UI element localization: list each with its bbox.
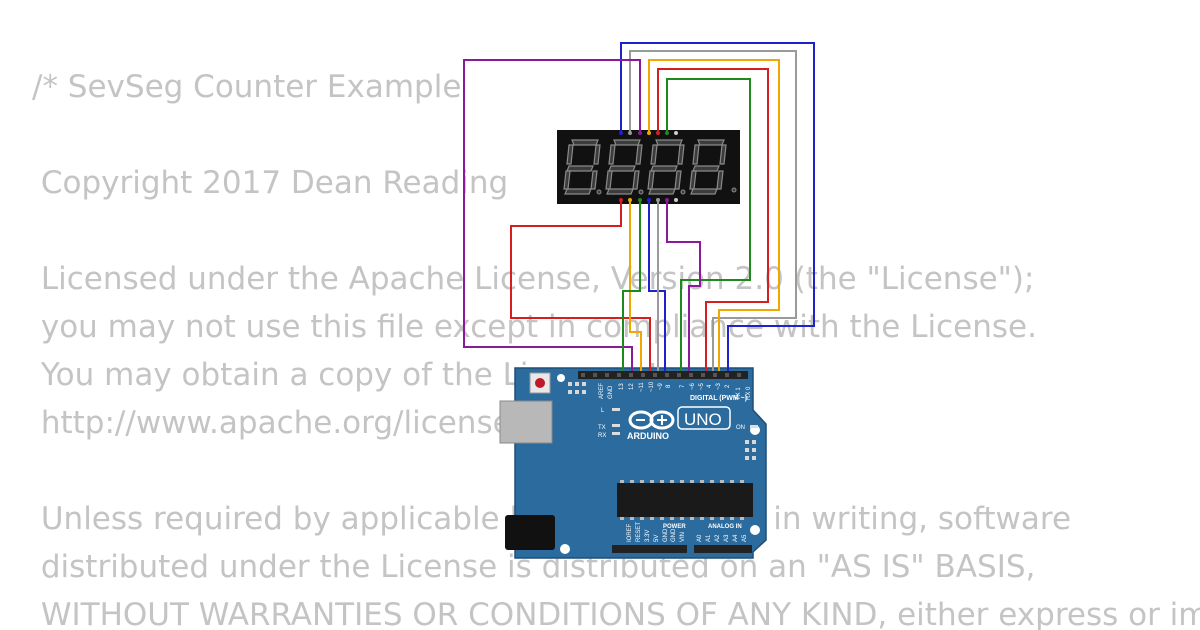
- arduino-uno-board[interactable]: AREF GND 13 12 ~11 ~10 ~9 8 7 ~6 ~5 4 ~3…: [499, 367, 767, 559]
- code-line: /* SevSeg Counter Example: [32, 69, 462, 105]
- power-header-label: POWER: [663, 524, 686, 530]
- pin-label: RESET: [636, 522, 642, 542]
- wire-red-bottom[interactable]: [510, 200, 651, 371]
- pin-label: A5: [742, 534, 748, 542]
- pin-label: ~9: [658, 382, 664, 390]
- wire-gray[interactable]: [629, 50, 797, 371]
- chip-pins: [620, 480, 744, 520]
- pin-label: 5V: [654, 535, 660, 542]
- pin-label: 3.3V: [645, 530, 651, 542]
- pin-label: A2: [715, 534, 721, 542]
- bottom-pin-labels: IOREF RESET 3.3V 5V GND GND VIN A0 A1 A2…: [627, 522, 748, 542]
- power-header: [612, 545, 687, 553]
- pin-label: GND: [671, 528, 677, 542]
- display-digit-1: [563, 139, 602, 195]
- arduino-brand-label: ARDUINO: [627, 431, 669, 441]
- mounting-hole: [557, 374, 565, 382]
- code-line: WITHOUT WARRANTIES OR CONDITIONS OF ANY …: [31, 597, 1200, 630]
- pin-label: A0: [697, 534, 703, 542]
- pin-label: A3: [724, 534, 730, 542]
- arduino-logo-icon: [628, 410, 675, 430]
- analog-header: [694, 545, 752, 553]
- display-digit-4: [689, 139, 737, 195]
- pin-label: 4: [707, 384, 713, 388]
- digital-header: [578, 371, 748, 379]
- status-leds: L TX RX ON: [598, 408, 758, 439]
- rx-led-label: RX: [598, 433, 606, 439]
- wire-green-top[interactable]: [666, 78, 751, 371]
- wires[interactable]: [463, 42, 815, 371]
- code-line: Copyright 2017 Dean Reading: [31, 165, 509, 201]
- pin-label: ~11: [639, 382, 645, 392]
- display-digit-2: [605, 139, 644, 195]
- l-led-label: L: [601, 408, 605, 414]
- pin-label: RX 0: [746, 386, 752, 400]
- display-pins: [619, 131, 678, 202]
- code-line: Licensed under the Apache License, Versi…: [31, 261, 1035, 297]
- pin-label: ~10: [649, 381, 655, 392]
- wire-orange-bottom[interactable]: [629, 200, 642, 371]
- digital-header-pins: [581, 373, 741, 377]
- usb-connector: [499, 400, 553, 444]
- mounting-hole: [750, 525, 760, 535]
- pin-label: A1: [706, 534, 712, 542]
- microcontroller-chip: [617, 483, 753, 517]
- uno-label: UNO: [684, 410, 722, 429]
- pin-label: TX 1: [736, 387, 742, 400]
- pin-label: GND: [663, 528, 669, 542]
- wire-red-top[interactable]: [657, 68, 769, 371]
- pin-label: 2: [725, 384, 731, 388]
- code-line: you may not use this file except in comp…: [31, 309, 1037, 345]
- tx-led-label: TX: [598, 425, 606, 431]
- on-led-label: ON: [736, 425, 745, 431]
- wire-green-bottom[interactable]: [622, 200, 641, 371]
- pin-label: ~3: [716, 382, 722, 390]
- pin-label: IOREF: [627, 523, 633, 542]
- digital-pin-labels: AREF GND 13 12 ~11 ~10 ~9 8 7 ~6 ~5 4 ~3…: [599, 381, 752, 400]
- pin-label: 8: [666, 384, 672, 388]
- icsp-header-right: [745, 440, 756, 460]
- mounting-hole: [560, 544, 570, 554]
- pin-label: ~6: [690, 382, 696, 390]
- seven-segment-display[interactable]: [557, 130, 740, 204]
- analog-header-label: ANALOG IN: [708, 524, 742, 530]
- pin-label: 13: [619, 383, 625, 390]
- display-digit-3: [647, 139, 686, 195]
- code-line: distributed under the License is distrib…: [31, 549, 1036, 585]
- wire-orange[interactable]: [648, 59, 780, 371]
- pin-label: A4: [733, 534, 739, 542]
- power-jack: [505, 515, 555, 550]
- reset-button-cap[interactable]: [535, 378, 545, 388]
- wire-purple-long[interactable]: [463, 59, 641, 371]
- icsp-header-top: [568, 382, 586, 394]
- gnd-label: GND: [608, 385, 614, 399]
- wire-purple-bottom[interactable]: [666, 200, 701, 371]
- wire-blue[interactable]: [620, 42, 815, 371]
- digital-header-label: DIGITAL (PWM ~): [690, 395, 747, 402]
- pin-label: ~5: [699, 382, 705, 390]
- uno-badge: [677, 406, 731, 430]
- pin-label: 12: [629, 383, 635, 390]
- aref-label: AREF: [599, 383, 605, 399]
- pin-label: 7: [680, 384, 686, 388]
- pin-label: VIN: [680, 532, 686, 542]
